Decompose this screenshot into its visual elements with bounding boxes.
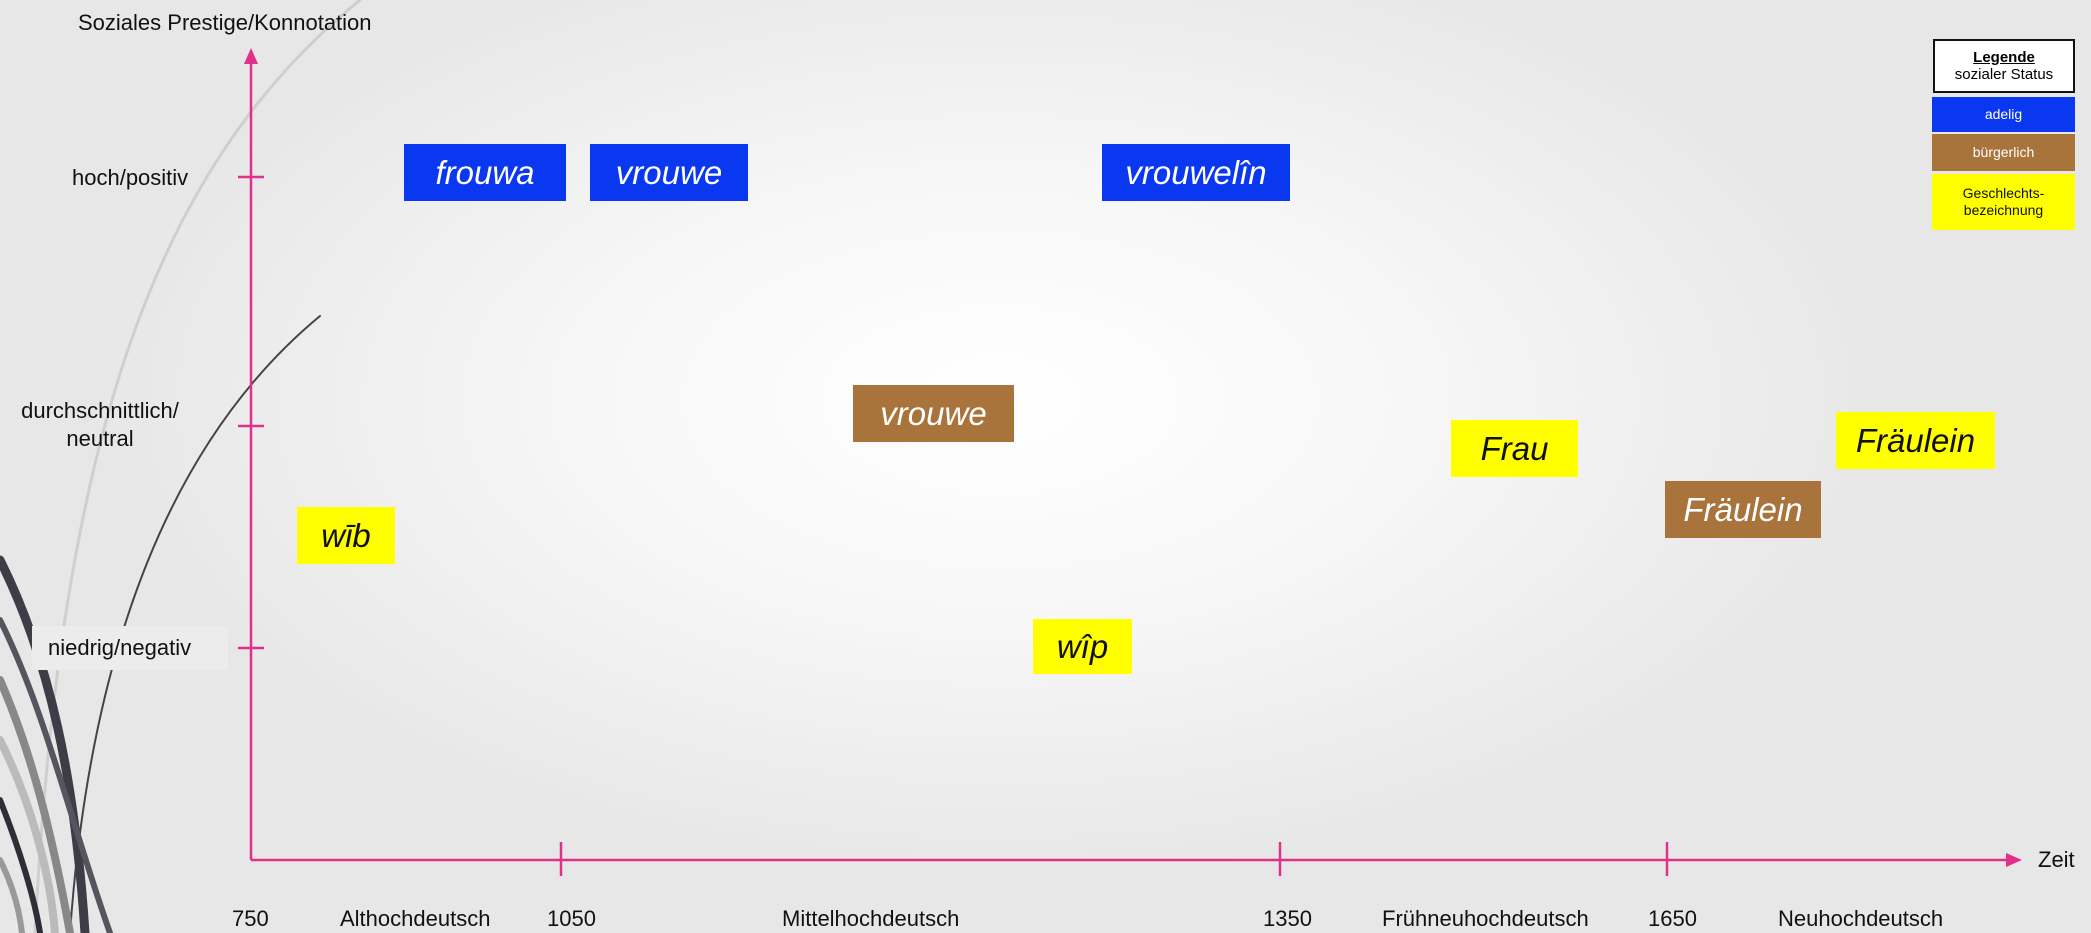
x-tick-label-1650: 1650	[1648, 906, 1697, 931]
word-wip-mhd: wîp	[1033, 619, 1132, 674]
legend-item-buergerlich-label: bürgerlich	[1972, 144, 2035, 160]
y-label-neutral-line2: neutral	[66, 426, 134, 451]
word-vrouwe-adelig: vrouwe	[590, 144, 748, 201]
period-fnhd: Frühneuhochdeutsch	[1382, 906, 1589, 931]
word-fraeulein-buergerlich: Fräulein	[1665, 481, 1821, 538]
period-mhd: Mittelhochdeutsch	[782, 906, 960, 931]
legend-item-geschlecht-label: Geschlechts- bezeichnung	[1963, 185, 2045, 219]
word-vrouwe-buergerlich: vrouwe	[853, 385, 1014, 442]
x-tick-label-1050: 1050	[547, 906, 596, 931]
x-axis-arrow	[2006, 853, 2022, 867]
legend-subtitle: sozialer Status	[1954, 66, 2054, 83]
word-frau: Frau	[1451, 420, 1578, 477]
word-wib-ahd: wīb	[297, 507, 395, 564]
legend-item-adelig: adelig	[1932, 97, 2075, 132]
x-tick-label-750: 750	[232, 906, 269, 931]
x-axis-title: Zeit	[2038, 847, 2075, 872]
period-ahd: Althochdeutsch	[340, 906, 491, 931]
legend-item-geschlecht: Geschlechts- bezeichnung	[1932, 174, 2075, 230]
x-tick-label-1350: 1350	[1263, 906, 1312, 931]
legend-box: Legende sozialer Status	[1933, 39, 2075, 93]
y-label-high: hoch/positiv	[72, 165, 189, 190]
word-vrouwelin: vrouwelîn	[1102, 144, 1290, 201]
y-label-low: niedrig/negativ	[32, 626, 228, 670]
legend-item-adelig-label: adelig	[1984, 106, 2023, 122]
legend-item-buergerlich: bürgerlich	[1932, 134, 2075, 171]
word-fraeulein-geschlecht: Fräulein	[1836, 412, 1995, 469]
y-axis-arrow	[244, 48, 258, 64]
period-nhd: Neuhochdeutsch	[1778, 906, 1944, 931]
word-frouwa: frouwa	[404, 144, 566, 201]
legend-item-geschlecht-line2: bezeichnung	[1963, 202, 2044, 218]
legend-item-geschlecht-line1: Geschlechts-	[1962, 185, 2045, 201]
y-axis-title: Soziales Prestige/Konnotation	[78, 10, 372, 35]
y-label-neutral-line1: durchschnittlich/	[21, 398, 179, 423]
legend-title: Legende	[1973, 49, 2035, 66]
y-label-neutral: durchschnittlich/ neutral	[10, 397, 190, 453]
